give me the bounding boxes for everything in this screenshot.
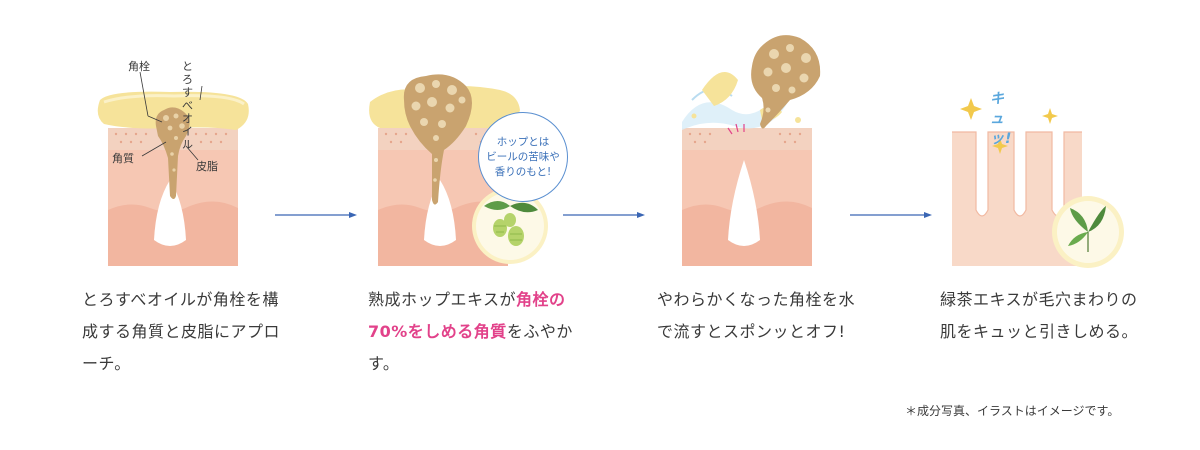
arrow-right-icon bbox=[850, 212, 932, 218]
label-hishi: 皮脂 bbox=[196, 160, 218, 173]
hop-info-bubble: ホップとは ビールの苦味や 香りのもと! bbox=[478, 112, 568, 202]
hop-info-text: ホップとは ビールの苦味や 香りのもと! bbox=[486, 135, 560, 178]
illustration-oil-on-pore bbox=[97, 71, 249, 266]
step-2-description: 熟成ホップエキスが角栓の70%をしめる角質をふやかす。 bbox=[368, 284, 578, 380]
step-1-description: とろすべオイルが角栓を構成する角質と皮脂にアプローチ。 bbox=[82, 290, 281, 373]
label-kakushitsu: 角質 bbox=[112, 152, 134, 165]
hop-icon bbox=[484, 201, 538, 246]
step-3-description: やわらかくなった角栓を水で流すとスポンッとオフ! bbox=[657, 290, 856, 341]
footnote: ＊成分写真、イラストはイメージです。 bbox=[905, 404, 1120, 418]
illustration-tightened-pores bbox=[952, 98, 1124, 268]
tea-leaf-icon bbox=[1068, 206, 1106, 252]
step-4-description: 緑茶エキスが毛穴まわりの肌をキュッと引きしめる。 bbox=[940, 290, 1139, 341]
sparkle-icon bbox=[960, 98, 1058, 154]
tightened-skin bbox=[952, 132, 1082, 266]
step-2-text-after: をふやかす。 bbox=[368, 322, 573, 373]
step-2-text-highlight: 角栓の70%をしめる角質 bbox=[368, 290, 566, 341]
sfx-kyu: キュッ! bbox=[990, 91, 1013, 147]
illustration-plug-removal bbox=[682, 35, 821, 266]
illustration-hop-softening bbox=[369, 74, 548, 266]
step-2-text-before: 熟成ホップエキスが bbox=[368, 290, 517, 309]
arrow-right-icon bbox=[563, 212, 645, 218]
label-toro-sube-oil: とろすべ オイル bbox=[182, 60, 193, 151]
label-kakusen: 角栓 bbox=[128, 60, 150, 73]
arrow-right-icon bbox=[275, 212, 357, 218]
